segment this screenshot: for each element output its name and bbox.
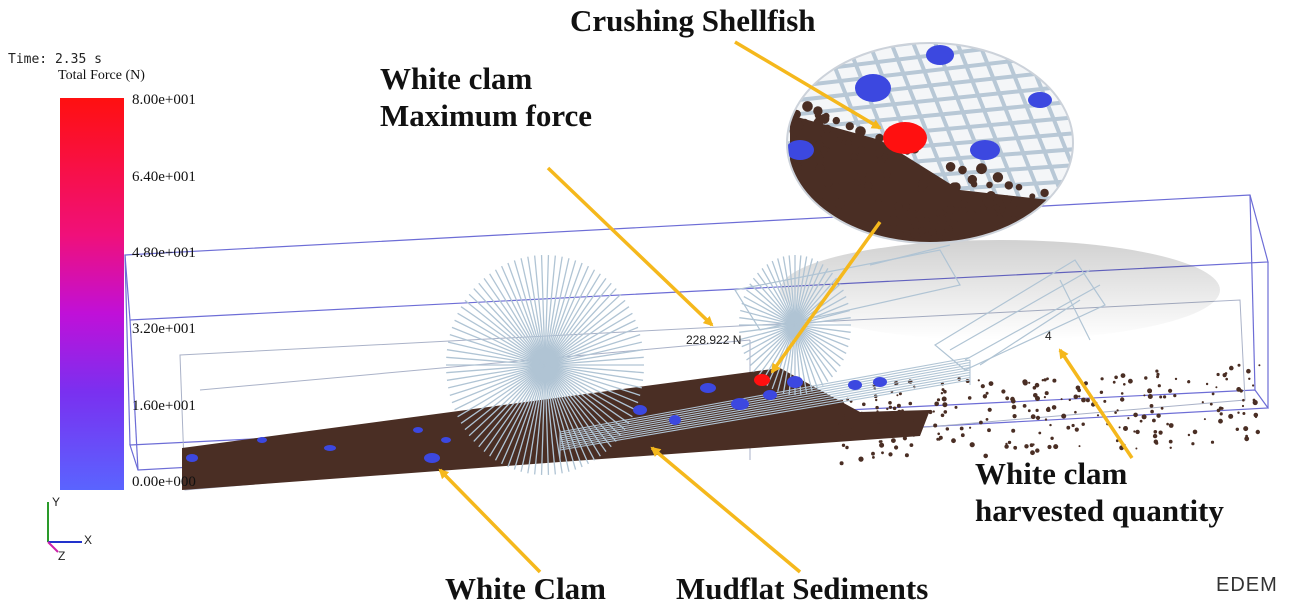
callout-max-force-line1: White clam — [380, 61, 533, 96]
callout-crushing-shellfish: Crushing Shellfish — [570, 3, 816, 38]
callout-harvest-line2: harvested quantity — [975, 493, 1224, 529]
max-force-readout: 228.922 N — [686, 333, 742, 347]
z-axis-line — [47, 541, 59, 553]
legend-tick-min: 0.00e+000 — [132, 474, 196, 490]
force-colorbar — [60, 98, 124, 490]
legend-tick: 1.60e+001 — [132, 398, 196, 414]
callout-harvest-line1: White clam — [975, 456, 1128, 491]
white-clams — [186, 376, 887, 463]
legend-title: Total Force (N) — [58, 68, 145, 83]
callout-harvested-quantity: White clam harvested quantity — [975, 455, 1224, 529]
callout-max-force: White clam Maximum force — [380, 60, 592, 134]
legend-tick: 3.20e+001 — [132, 321, 196, 337]
legend-tick-max: 8.00e+001 — [132, 92, 196, 108]
crushed-clam — [754, 374, 770, 386]
callout-arrows — [438, 40, 1134, 574]
callout-mudflat-sediments: Mudflat Sediments — [676, 571, 929, 606]
callout-white-clam: White Clam — [445, 571, 607, 606]
y-axis-label: Y — [52, 495, 60, 509]
callout-max-force-line2: Maximum force — [380, 98, 593, 134]
upper-conveyor — [734, 244, 1106, 371]
edem-logo: EDEM — [1216, 574, 1278, 596]
legend-tick: 6.40e+001 — [132, 169, 196, 185]
z-axis-label: Z — [58, 549, 65, 562]
x-axis-label: X — [84, 533, 92, 547]
left-rotor — [446, 255, 644, 475]
axis-triad: Y X Z — [47, 495, 92, 562]
harvest-count-readout: 4 — [1045, 329, 1052, 343]
time-readout: Time: 2.35 s — [8, 52, 102, 67]
zoom-inset-border — [786, 42, 1074, 244]
zoom-inset — [787, 43, 1073, 243]
legend-tick: 4.80e+001 — [132, 245, 196, 261]
shadow — [780, 240, 1220, 340]
